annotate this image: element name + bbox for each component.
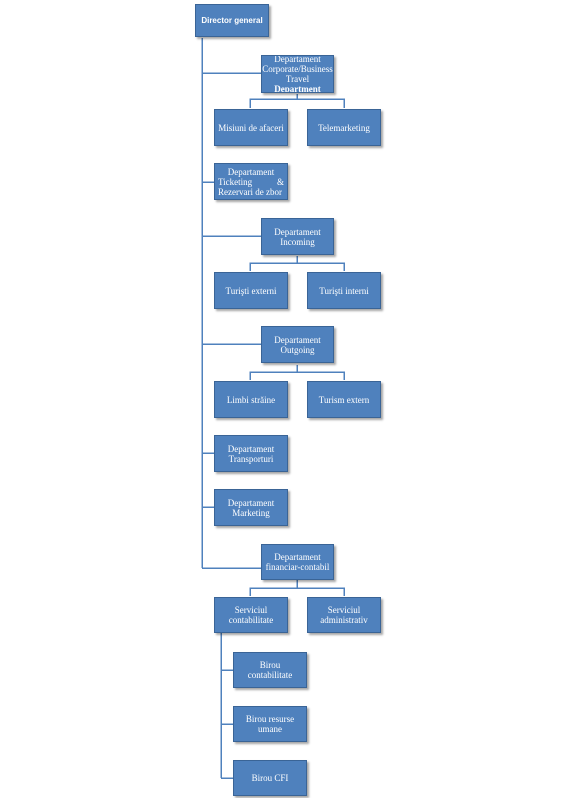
node-ticketing-label-2b: & <box>276 176 284 187</box>
connector-outgoing-children <box>249 371 345 380</box>
node-serviciul-contabilitate-label-2: contabilitate <box>228 615 274 625</box>
node-outgoing: Departament Outgoing <box>261 326 334 363</box>
node-turisti-interni: Turişti interni <box>307 272 381 309</box>
node-incoming-label-2: Incoming <box>280 236 315 247</box>
connector-incoming-children <box>249 262 345 271</box>
connector-financiar-children <box>249 587 345 596</box>
node-corporate-label-1: Departament <box>274 55 321 64</box>
node-turisti-interni-label: Turişti interni <box>319 285 369 296</box>
node-transporturi-label-1: Departament <box>227 443 275 454</box>
node-ticketing: Departament Ticketing & Rezervari de zbo… <box>214 163 288 200</box>
node-turism-extern-label: Turism extern <box>318 394 370 405</box>
node-ticketing-label-3: Rezervari de zbor <box>218 186 282 197</box>
node-director-general-label: Director general <box>201 15 263 25</box>
node-birou-resurse-label-2: umane <box>258 724 282 734</box>
node-birou-cfi: Birou CFI <box>233 760 307 796</box>
node-outgoing-label-1: Departament <box>274 334 321 345</box>
node-corporate-label-3a: Travel <box>285 74 310 84</box>
node-serviciul-contabilitate-label-1: Serviciul <box>234 605 268 615</box>
node-financiar-label-2: financiar-contabil <box>265 562 330 572</box>
node-corporate-label-3: Travel Department <box>262 74 333 93</box>
node-outgoing-label-2: Outgoing <box>280 344 315 355</box>
node-corporate: Departament Corporate/Business Travel De… <box>261 55 334 93</box>
node-limbi-straine: Limbi străine <box>214 381 288 418</box>
node-incoming-label-1: Departament <box>274 226 321 237</box>
node-marketing-label-1: Departament <box>227 497 275 508</box>
node-serviciul-contabilitate: Serviciul contabilitate <box>214 597 288 633</box>
node-transporturi: Departament Transporturi <box>214 435 288 472</box>
node-turisti-externi: Turişti externi <box>214 272 288 309</box>
connector-corporate-children <box>249 98 345 108</box>
node-corporate-label-2: Corporate/Business <box>262 64 333 74</box>
node-birou-resurse-label-1: Birou resurse <box>245 714 295 724</box>
node-director-general: Director general <box>195 4 269 37</box>
node-birou-contabilitate-label: Birou contabilitate <box>247 660 293 680</box>
node-turism-extern: Turism extern <box>307 381 381 418</box>
node-transporturi-label-2: Transporturi <box>228 453 274 464</box>
node-marketing-label-2: Marketing <box>232 507 270 518</box>
node-misiuni: Misiuni de afaceri <box>214 109 288 146</box>
node-incoming: Departament Incoming <box>261 218 334 255</box>
node-serviciul-administrativ-label-2: administrativ <box>320 615 368 625</box>
node-ticketing-label-1: Departament <box>227 166 275 177</box>
node-telemarketing: Telemarketing <box>307 109 381 146</box>
node-telemarketing-label: Telemarketing <box>318 122 370 133</box>
node-serviciul-administrativ: Serviciul administrativ <box>307 597 381 633</box>
node-birou-cfi-label: Birou CFI <box>251 773 289 783</box>
node-misiuni-label: Misiuni de afaceri <box>218 122 284 133</box>
node-ticketing-label-2a: Ticketing <box>218 176 253 187</box>
node-corporate-label-3b: Department <box>274 84 321 93</box>
node-marketing: Departament Marketing <box>214 489 288 526</box>
node-financiar: Departament financiar-contabil <box>261 544 334 580</box>
node-turisti-externi-label: Turişti externi <box>225 285 277 296</box>
node-ticketing-label-2: Ticketing & <box>218 177 284 187</box>
node-limbi-straine-label: Limbi străine <box>226 394 276 405</box>
node-birou-contabilitate: Birou contabilitate <box>233 652 307 688</box>
node-financiar-label-1: Departament <box>274 552 321 562</box>
node-serviciul-administrativ-label-1: Serviciul <box>327 605 361 615</box>
node-birou-resurse-umane: Birou resurse umane <box>233 706 307 742</box>
